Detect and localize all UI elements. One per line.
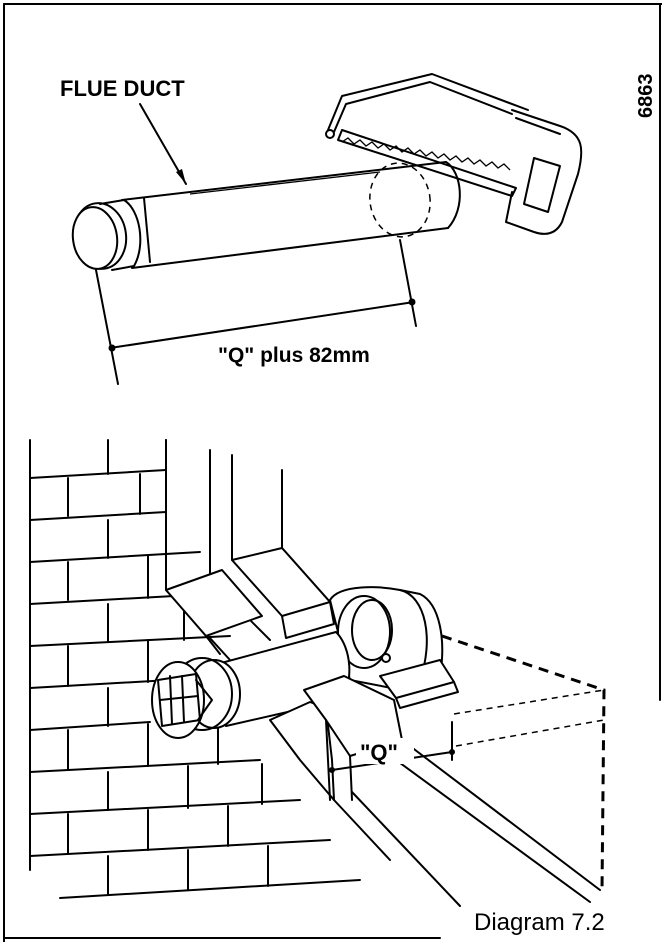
q-dimension-label: "Q" [360, 740, 398, 765]
brick-wall [29, 439, 361, 899]
dimension-label: "Q" plus 82mm [218, 344, 370, 367]
dimension-indicator [95, 239, 417, 385]
diagram-caption: Diagram 7.2 [474, 909, 605, 936]
q-label-background [356, 738, 414, 764]
diagram-border [3, 3, 662, 942]
hacksaw-illustration [325, 73, 583, 235]
vertical-pipes [165, 439, 335, 661]
boiler-body [329, 586, 459, 709]
reference-number: 6863 [635, 74, 657, 119]
flue-duct-label: FLUE DUCT [60, 76, 185, 101]
flue-duct-pointer [139, 103, 187, 185]
boiler-outline-dashed [441, 634, 606, 891]
flue-duct-illustration [71, 161, 461, 271]
support-bracket [269, 675, 601, 907]
